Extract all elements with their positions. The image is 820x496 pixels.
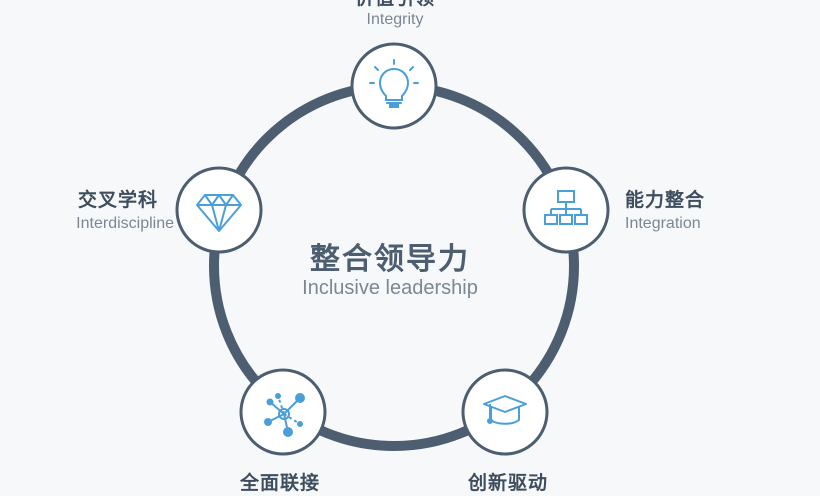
node-title: 创新驱动	[468, 472, 549, 494]
node-label-connectivity: 全面联接	[240, 473, 320, 494]
node-title: 价值引领	[350, 0, 440, 9]
diamond-icon	[196, 194, 242, 232]
node-subtitle: Integrity	[366, 10, 424, 28]
node-title: 交叉学科	[77, 189, 158, 211]
node-label-integrity: 价值引领 Integrity	[350, 0, 440, 28]
graduation-cap-icon	[483, 395, 527, 425]
lightbulb-icon	[369, 59, 419, 108]
node-title: 能力整合	[625, 189, 706, 211]
center-title: 整合领导力	[310, 242, 470, 277]
node-label-integration: 能力整合 Integration	[625, 190, 705, 232]
node-subtitle: Integration	[625, 214, 701, 232]
center-subtitle: Inclusive leadership	[302, 277, 478, 299]
node-connectivity	[239, 368, 327, 456]
node-integrity	[350, 42, 438, 130]
node-title: 全面联接	[240, 472, 321, 494]
node-interdisciplinary	[175, 166, 263, 254]
network-nodes-icon	[264, 393, 305, 437]
node-integration	[522, 166, 610, 254]
org-chart-icon	[544, 190, 588, 225]
node-label-innovation: 创新驱动	[468, 473, 548, 494]
node-label-interdisciplinary: 交叉学科 Interdiscipline	[62, 190, 174, 232]
node-innovation	[461, 368, 549, 456]
node-subtitle: Interdiscipline	[76, 214, 174, 232]
